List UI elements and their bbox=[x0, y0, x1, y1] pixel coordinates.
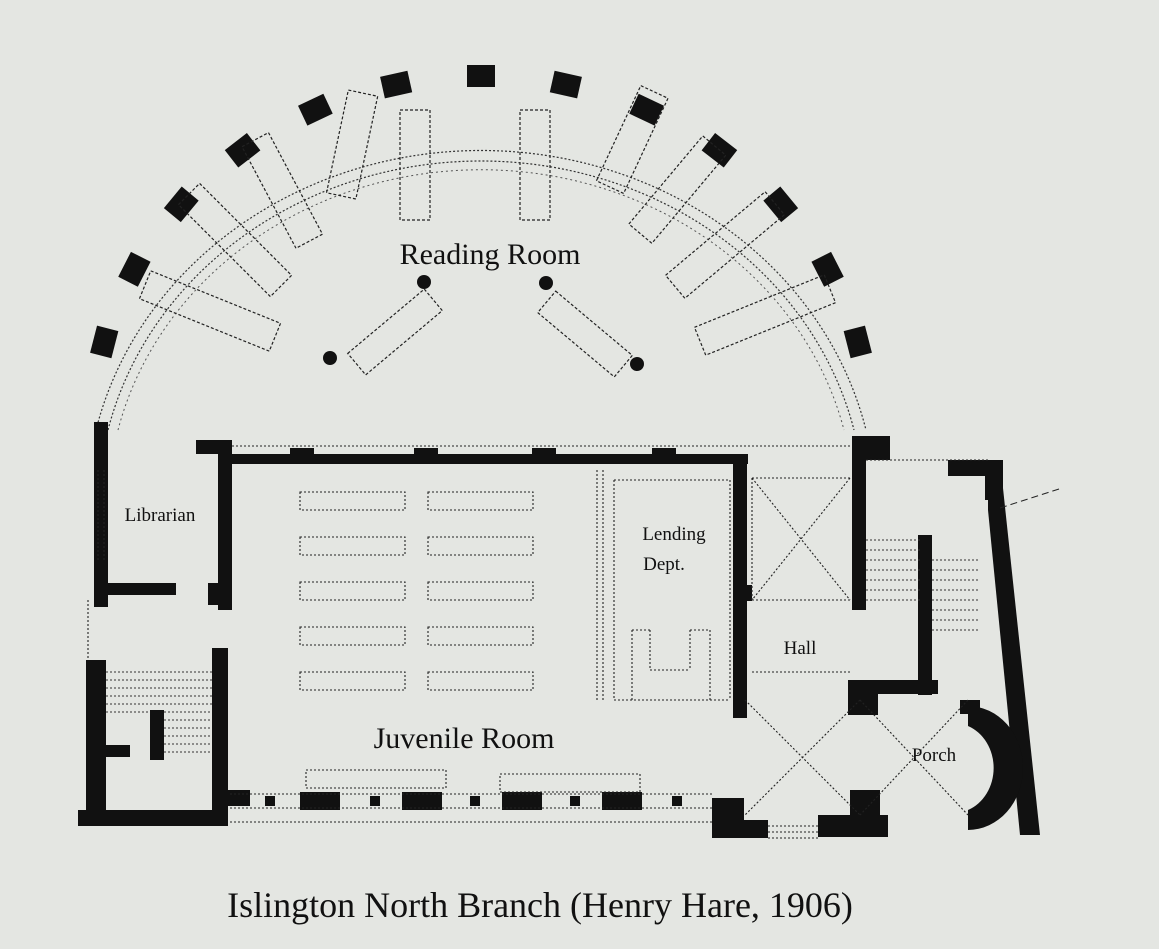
juvenile-room-label: Juvenile Room bbox=[374, 722, 555, 755]
wall-pier bbox=[90, 325, 119, 359]
wall-piers bbox=[90, 65, 872, 359]
wall-pier bbox=[843, 325, 872, 359]
shelf bbox=[299, 671, 406, 691]
juvenile-room-shelves bbox=[299, 491, 641, 793]
bench bbox=[499, 773, 641, 793]
librarian-label: Librarian bbox=[125, 505, 196, 526]
lending-dept-label-line1: Lending bbox=[642, 524, 706, 545]
lending-dept-label-line2: Dept. bbox=[643, 554, 685, 575]
wall-pier bbox=[549, 70, 582, 99]
porch-label: Porch bbox=[912, 745, 957, 766]
wall-pier bbox=[629, 93, 664, 126]
exterior-wall-right bbox=[988, 460, 1040, 835]
interior-dashed-lines bbox=[87, 445, 990, 839]
reading-room-label: Reading Room bbox=[400, 238, 581, 271]
shelf bbox=[427, 581, 534, 601]
wall-pier bbox=[298, 93, 333, 126]
shelf bbox=[299, 626, 406, 646]
bench bbox=[305, 769, 447, 789]
wall-pier bbox=[811, 251, 844, 287]
shelf bbox=[427, 671, 534, 691]
wall-pier bbox=[118, 251, 151, 287]
shelf bbox=[427, 626, 534, 646]
stairs-right bbox=[866, 539, 978, 631]
porch-bay bbox=[968, 706, 1023, 830]
shelf bbox=[427, 536, 534, 556]
reading-room-outer-wall bbox=[90, 65, 872, 431]
shelf bbox=[299, 581, 406, 601]
shelf bbox=[427, 491, 534, 511]
shelf bbox=[299, 536, 406, 556]
wall-pier bbox=[380, 70, 413, 99]
reading-room-columns bbox=[323, 275, 644, 371]
wall-pier bbox=[467, 65, 495, 87]
stairs-left bbox=[106, 671, 212, 753]
wall-pier bbox=[163, 186, 199, 223]
figure-caption: Islington North Branch (Henry Hare, 1906… bbox=[227, 885, 853, 925]
wall-pier bbox=[763, 186, 799, 223]
hall-label: Hall bbox=[784, 638, 817, 659]
shelf bbox=[299, 491, 406, 511]
